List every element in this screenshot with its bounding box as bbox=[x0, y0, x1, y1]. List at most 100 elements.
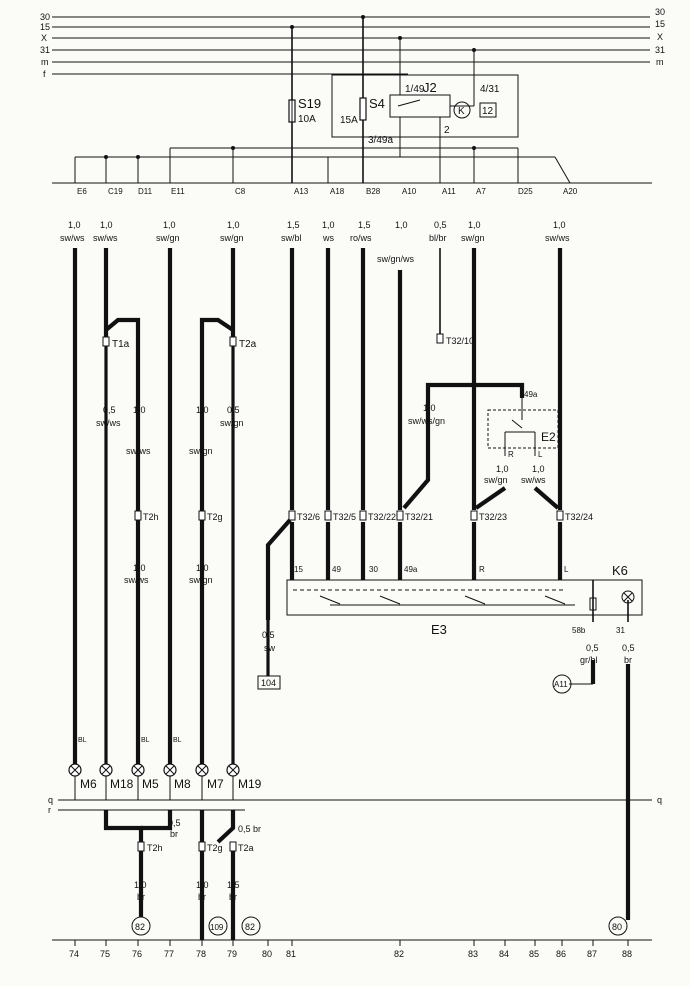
track-84: 84 bbox=[499, 949, 509, 959]
wire-mid-6-size: 1,0 bbox=[196, 563, 209, 573]
track-76: 76 bbox=[132, 949, 142, 959]
rail-label-left-3: 31 bbox=[40, 45, 50, 55]
e3-term-49: 49 bbox=[332, 565, 341, 574]
e3-term-15: 15 bbox=[294, 565, 303, 574]
relay-term-4-31: 4/31 bbox=[480, 84, 500, 95]
ref-a11: A11 bbox=[554, 680, 568, 689]
wire-br-color: br bbox=[624, 655, 632, 665]
reference-markers: 104 A11 82 109 82 80 bbox=[131, 674, 628, 936]
ref-82-a: 82 bbox=[135, 922, 145, 932]
lamp-bl-3: BL bbox=[173, 737, 182, 744]
wire-mid-5-color: sw/ws bbox=[124, 575, 149, 585]
wire-mid-3-size: 1,0 bbox=[196, 405, 209, 415]
conn-t2h: T2h bbox=[143, 512, 159, 522]
wire-top-2-size: 1,0 bbox=[163, 220, 176, 230]
term-a18: A18 bbox=[330, 187, 345, 196]
ref-a11-circle bbox=[552, 674, 572, 694]
ref-82-b: 82 bbox=[245, 922, 255, 932]
track-80: 80 bbox=[262, 949, 272, 959]
rail-label-left-1: 15 bbox=[40, 22, 50, 32]
distribution-lines bbox=[52, 140, 652, 184]
e2-wire-r-color: sw/gn bbox=[484, 475, 508, 485]
wire-top-1-size: 1,0 bbox=[100, 220, 113, 230]
harness-wires bbox=[72, 248, 631, 920]
fuse-s4-name: S4 bbox=[369, 96, 385, 111]
wire-labels-top: 1,0 sw/ws 1,0 sw/ws 1,0 sw/gn 1,0 sw/gn … bbox=[60, 220, 570, 264]
ref-80: 80 bbox=[612, 922, 622, 932]
relay-j2-name: J2 bbox=[423, 80, 437, 95]
k6-term-58b: 58b bbox=[572, 626, 586, 635]
term-a11: A11 bbox=[442, 187, 456, 196]
wire-mid-3-color: sw/gn bbox=[189, 446, 213, 456]
track-81: 81 bbox=[286, 949, 296, 959]
wire-mid-7-size: 1,0 bbox=[423, 403, 436, 413]
relay-term-3-49a: 3/49a bbox=[368, 135, 393, 146]
wire-79-size: 1,5 bbox=[227, 880, 240, 890]
wire-top-3-color: sw/gn bbox=[220, 233, 244, 243]
lamp-row: BL BL BL M6 M18 M5 M8 M7 M19 bbox=[68, 737, 262, 800]
e2-wire-l-size: 1,0 bbox=[532, 464, 545, 474]
conn-t32-23: T32/23 bbox=[479, 512, 507, 522]
wire-sw-size: 0,5 bbox=[262, 630, 275, 640]
conn-t1a: T1a bbox=[112, 339, 130, 350]
lamp-m7: M7 bbox=[207, 777, 224, 791]
conn-t32-10: T32/10 bbox=[446, 336, 474, 346]
bottom-wiring: T2h T2g T2a 0,5 br 0,5 br 1,0 br 1,0 br … bbox=[103, 810, 261, 940]
relay-k-symbol bbox=[453, 101, 471, 119]
rail-r-left: r bbox=[48, 805, 51, 815]
e2-term-r: R bbox=[508, 450, 514, 459]
wire-top-10-color: sw/ws bbox=[545, 233, 570, 243]
rail-label-right-0: 30 bbox=[655, 7, 665, 17]
rail-q-right: q bbox=[657, 795, 662, 805]
power-rails: 30 15 X 31 m f 30 15 X 31 m bbox=[40, 7, 665, 79]
conn-t2g: T2g bbox=[207, 512, 223, 522]
e2-wire-l-color: sw/ws bbox=[521, 475, 546, 485]
wire-mid-2-size: 1,0 bbox=[133, 405, 146, 415]
wire-79-color: br bbox=[229, 892, 237, 902]
rail-label-left-4: m bbox=[41, 57, 49, 67]
e2-name: E2 bbox=[541, 430, 556, 444]
wire-br05a-size: 0,5 bbox=[168, 818, 181, 828]
wire-78-size: 1,0 bbox=[196, 880, 209, 890]
fuse-s4: S4 15A bbox=[340, 15, 385, 183]
switch-e2: 49a E2 R L 1,0 sw/gn 1,0 sw/ws bbox=[474, 390, 560, 510]
wire-top-4-size: 1,5 bbox=[287, 220, 300, 230]
wire-labels-low: 0,5 sw 0,5 gr/bl 0,5 br bbox=[262, 630, 635, 665]
lamp-bl-2: BL bbox=[141, 737, 150, 744]
wire-top-5-color: ws bbox=[322, 233, 334, 243]
track-79: 79 bbox=[227, 949, 237, 959]
fuse-s19-name: S19 bbox=[298, 96, 321, 111]
wire-mid-4-color: sw/gn bbox=[220, 418, 244, 428]
wire-top-8-color: bl/br bbox=[429, 233, 447, 243]
wire-top-7-color: sw/gn/ws bbox=[377, 254, 415, 264]
k6-lamp-icon bbox=[621, 590, 635, 604]
k6-term-31: 31 bbox=[616, 626, 625, 635]
rail-label-left-2: X bbox=[41, 33, 47, 43]
wire-top-8-size: 0,5 bbox=[434, 220, 447, 230]
wire-mid-7-color: sw/ws/gn bbox=[408, 416, 445, 426]
rail-label-left-5: f bbox=[43, 69, 46, 79]
wire-grbl-color: gr/bl bbox=[580, 655, 598, 665]
term-d25: D25 bbox=[518, 187, 533, 196]
conn-t32-21: T32/21 bbox=[405, 512, 433, 522]
term-a13: A13 bbox=[294, 187, 309, 196]
wire-labels-mid: 0,5 sw/ws 1,0 sw/ws 1,0 sw/gn 0,5 sw/gn … bbox=[96, 403, 445, 585]
e3-term-49a: 49a bbox=[404, 565, 418, 574]
wire-mid-1-size: 0,5 bbox=[103, 405, 116, 415]
wire-grbl-size: 0,5 bbox=[586, 643, 599, 653]
conn-t2g-bottom: T2g bbox=[207, 843, 223, 853]
term-a20: A20 bbox=[563, 187, 578, 196]
wire-mid-5-size: 1,0 bbox=[133, 563, 146, 573]
rail-label-right-1: 15 bbox=[655, 19, 665, 29]
fuse-s4-rating: 15A bbox=[340, 115, 358, 126]
wire-top-10-size: 1,0 bbox=[553, 220, 566, 230]
rail-label-right-2: X bbox=[657, 32, 663, 42]
wire-top-6-color: ro/ws bbox=[350, 233, 372, 243]
lamp-m18: M18 bbox=[110, 777, 134, 791]
lamp-m8: M8 bbox=[174, 777, 191, 791]
wire-top-4-color: sw/bl bbox=[281, 233, 302, 243]
ref-109: 109 bbox=[210, 923, 224, 932]
wire-76-size: 1,0 bbox=[134, 880, 147, 890]
conn-t2a: T2a bbox=[239, 339, 257, 350]
